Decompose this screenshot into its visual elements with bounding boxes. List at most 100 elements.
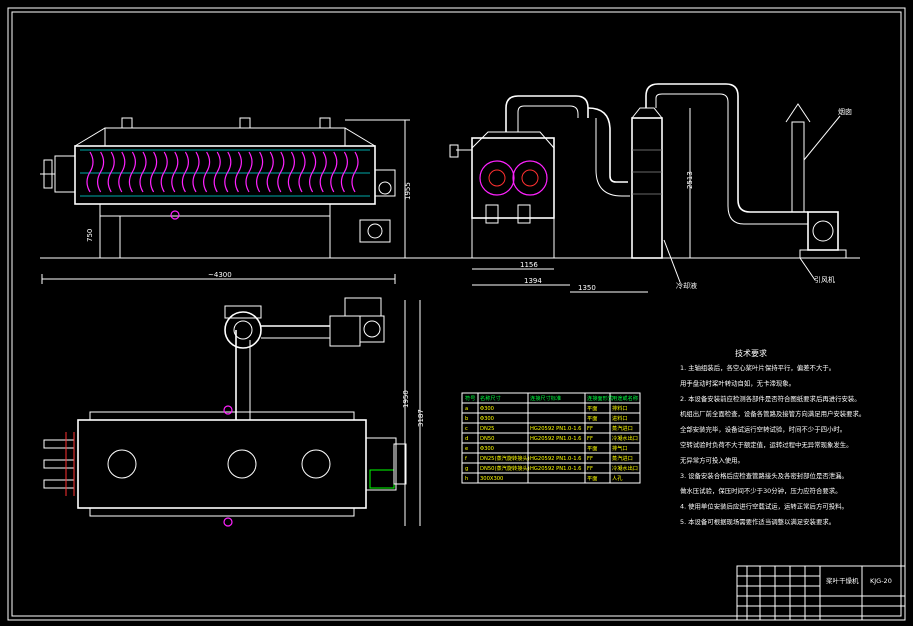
paddle-blade bbox=[287, 151, 295, 193]
drawing-border bbox=[7, 7, 906, 621]
table-cell: DN50(蒸汽旋转接头) bbox=[480, 464, 530, 472]
table-cell: HG20592 PN1.0-1.6 bbox=[530, 426, 581, 432]
table-cell: Φ300 bbox=[480, 406, 494, 412]
plan-view: 1950 3187 bbox=[43, 297, 425, 527]
table-cell: DN25(蒸汽旋转接头) bbox=[480, 454, 530, 462]
paddle-blade bbox=[150, 151, 158, 193]
dim-plan-3187: 3187 bbox=[417, 409, 425, 427]
notes-title: 技术要求 bbox=[735, 348, 767, 358]
paddle-blade bbox=[118, 151, 126, 193]
table-cell: 平面 bbox=[587, 475, 597, 482]
table-cell: FF bbox=[587, 436, 593, 442]
paddle-blade bbox=[319, 151, 327, 193]
table-cell: HG20592 PN1.0-1.6 bbox=[530, 466, 581, 472]
table-cell: e bbox=[465, 446, 468, 452]
note-line: 4. 使用单位安装后应进行空载试运，运转正常后方可投料。 bbox=[680, 502, 848, 511]
note-line: 空转试验时负荷不大于额定值，运转过程中无异常现象发生。 bbox=[680, 440, 853, 449]
table-cell: FF bbox=[587, 456, 593, 462]
table-cell: 冷凝水出口 bbox=[612, 434, 638, 442]
table-cell: HG20592 PN1.0-1.6 bbox=[530, 456, 581, 462]
paddle-blade bbox=[86, 151, 94, 193]
table-cell: 蒸汽进口 bbox=[612, 454, 633, 462]
note-line: 2. 本设备安装前应检测各部件是否符合图纸要求后再进行安装。 bbox=[680, 394, 861, 403]
paddle-blade bbox=[277, 151, 285, 193]
paddle-blade bbox=[171, 151, 179, 193]
paddle-blade bbox=[107, 151, 115, 193]
note-line: 用手盘动时桨叶转动自如，无卡滞现象。 bbox=[680, 378, 795, 387]
table-header-cell: 连接尺寸标准 bbox=[530, 394, 561, 402]
table-cell: 排料口 bbox=[612, 404, 628, 412]
drawing-number: KJG-20 bbox=[870, 577, 892, 585]
dim-total-height: 1955 bbox=[404, 182, 412, 200]
dim-center-height: 750 bbox=[86, 229, 94, 242]
paddle-blade bbox=[245, 151, 253, 193]
dim-base-width: 1394 bbox=[524, 277, 542, 285]
paddle-blade bbox=[139, 151, 147, 193]
table-cell: g bbox=[465, 466, 468, 472]
table-cell: HG20592 PN1.0-1.6 bbox=[530, 436, 581, 442]
paddle-blade bbox=[309, 151, 317, 193]
paddle-blade bbox=[97, 151, 105, 193]
paddle-blade bbox=[256, 151, 264, 193]
label-chimney: 烟囱 bbox=[838, 107, 852, 116]
paddle-blade bbox=[340, 151, 348, 193]
paddle-blade bbox=[181, 151, 189, 193]
table-cell: FF bbox=[587, 466, 593, 472]
table-cell: 进料口 bbox=[612, 414, 628, 422]
note-line: 机组出厂前全面检查，设备各管路及接管方向满足用户安装要求。 bbox=[680, 409, 865, 418]
table-cell: 人孔 bbox=[612, 474, 623, 482]
paddle-blade bbox=[224, 151, 232, 193]
paddle-blade bbox=[192, 151, 200, 193]
note-line: 全部安装完毕，设备试运行空转试验，时间不少于四小时。 bbox=[680, 425, 846, 434]
note-line: 1. 主轴组装后，各空心桨叶片保持平行，偏差不大于。 bbox=[680, 363, 835, 372]
table-header-cell: 用途或名称 bbox=[612, 394, 638, 402]
drawing-title: 桨叶干燥机 bbox=[826, 576, 859, 585]
note-line: 做水压试验，保压时间不少于30分钟，压力应符合要求。 bbox=[680, 486, 842, 495]
technical-notes: 技术要求 1. 主轴组装后，各空心桨叶片保持平行，偏差不大于。 用手盘动时桨叶转… bbox=[680, 348, 865, 526]
label-fan: 引风机 bbox=[814, 275, 835, 284]
table-cell: Φ300 bbox=[480, 446, 494, 452]
table-cell: 冷凝水出口 bbox=[612, 464, 638, 472]
paddle-blade bbox=[203, 151, 211, 193]
paddle-blade bbox=[266, 151, 274, 193]
paddle-blade bbox=[234, 151, 242, 193]
label-coolant: 冷却液 bbox=[676, 281, 697, 290]
note-line: 3. 设备安装合格后应检查管路接头及各密封部位是否泄漏。 bbox=[680, 471, 848, 480]
table-cell: b bbox=[465, 416, 469, 422]
dim-plan-1950: 1950 bbox=[402, 390, 410, 408]
paddle-blade bbox=[330, 151, 338, 193]
front-elevation-view: ~4300 750 1955 bbox=[40, 117, 460, 284]
title-block: 桨叶干燥机 KJG-20 bbox=[736, 565, 906, 621]
dim-offset: 1350 bbox=[578, 284, 596, 292]
table-cell: DN25 bbox=[480, 426, 494, 432]
table-cell: 300X300 bbox=[480, 476, 503, 482]
table-cell: h bbox=[465, 476, 468, 482]
table-cell: a bbox=[465, 406, 468, 412]
table-cell: 蒸汽进口 bbox=[612, 424, 633, 432]
table-header-cell: 符号 bbox=[465, 394, 475, 402]
table-cell: c bbox=[465, 426, 468, 432]
note-line: 无异常方可投入使用。 bbox=[680, 455, 744, 464]
table-cell: 排气口 bbox=[612, 444, 628, 452]
table-header-cell: 连接面形式 bbox=[587, 394, 614, 402]
table-cell: FF bbox=[587, 426, 593, 432]
table-cell: Φ300 bbox=[480, 416, 494, 422]
dim-tower-height: 2513 bbox=[686, 171, 694, 189]
table-cell: 平面 bbox=[587, 445, 597, 452]
paddle-blade bbox=[351, 151, 359, 193]
table-cell: DN50 bbox=[480, 436, 494, 442]
table-cell: 平面 bbox=[587, 405, 597, 412]
paddle-blade bbox=[298, 151, 306, 193]
paddle-blade bbox=[128, 151, 136, 193]
table-cell: f bbox=[465, 456, 467, 462]
paddle-blade bbox=[213, 151, 221, 193]
table-cell: d bbox=[465, 436, 468, 442]
dim-side-width: 1156 bbox=[520, 261, 538, 269]
dim-overall-length: ~4300 bbox=[208, 271, 232, 279]
table-header-cell: 名称尺寸 bbox=[480, 394, 501, 402]
side-view: 烟囱 引风机 冷却液 1156 1394 1350 2513 bbox=[449, 83, 860, 293]
table-cell: 平面 bbox=[587, 415, 597, 422]
paddle-blade bbox=[160, 151, 168, 193]
